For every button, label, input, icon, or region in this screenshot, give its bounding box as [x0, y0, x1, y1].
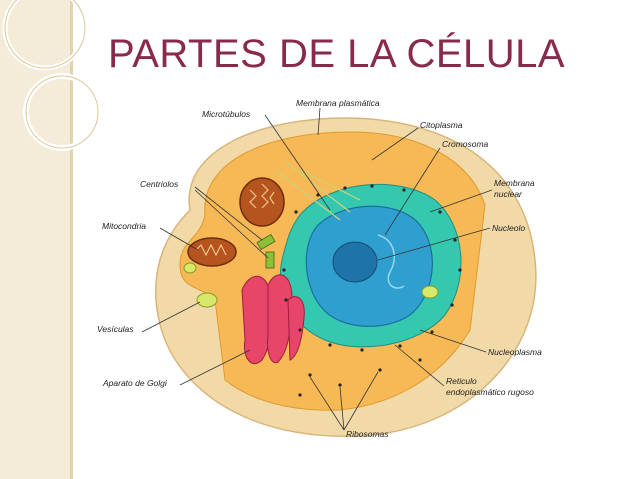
side-stripe-border	[70, 0, 73, 479]
label-nucleolo: Nucleolo	[492, 223, 525, 233]
label-centriolos: Centriolos	[140, 179, 179, 189]
vesicle-2	[183, 262, 197, 274]
label-microtubulos: Microtúbulos	[202, 109, 251, 119]
label-reticulo-2: endoplasmático rugoso	[446, 387, 534, 397]
label-aparato-golgi: Aparato de Golgi	[102, 378, 168, 388]
label-ribosomas: Ribosomas	[346, 429, 389, 439]
decorative-circles	[2, 0, 101, 151]
nucleolus	[332, 241, 378, 283]
label-membrana-nuclear-1: Membrana	[494, 178, 535, 188]
ribosomes	[282, 184, 462, 397]
vesicle-3	[421, 285, 439, 299]
chromosome	[377, 234, 405, 289]
label-vesiculas: Vesículas	[97, 324, 134, 334]
label-mitocondria: Mitocondria	[102, 221, 146, 231]
side-stripe	[0, 0, 70, 479]
microtubules	[274, 161, 361, 221]
page-title: PARTES DE LA CÉLULA	[108, 32, 566, 76]
mitochondria-lower	[187, 237, 237, 267]
label-nucleoplasma: Nucleoplasma	[488, 347, 542, 357]
centriole-2	[265, 251, 275, 269]
golgi-apparatus	[241, 274, 305, 365]
centriole-1	[256, 233, 276, 251]
vesicle-1	[196, 292, 218, 308]
label-citoplasma: Citoplasma	[420, 120, 463, 130]
label-reticulo-1: Reticulo	[446, 376, 477, 386]
label-membrana-plasmatica: Membrana plasmática	[296, 98, 380, 108]
label-membrana-nuclear-2: nuclear	[494, 189, 523, 199]
mitochondria-upper	[239, 177, 285, 227]
label-cromosoma: Cromosoma	[442, 139, 489, 149]
